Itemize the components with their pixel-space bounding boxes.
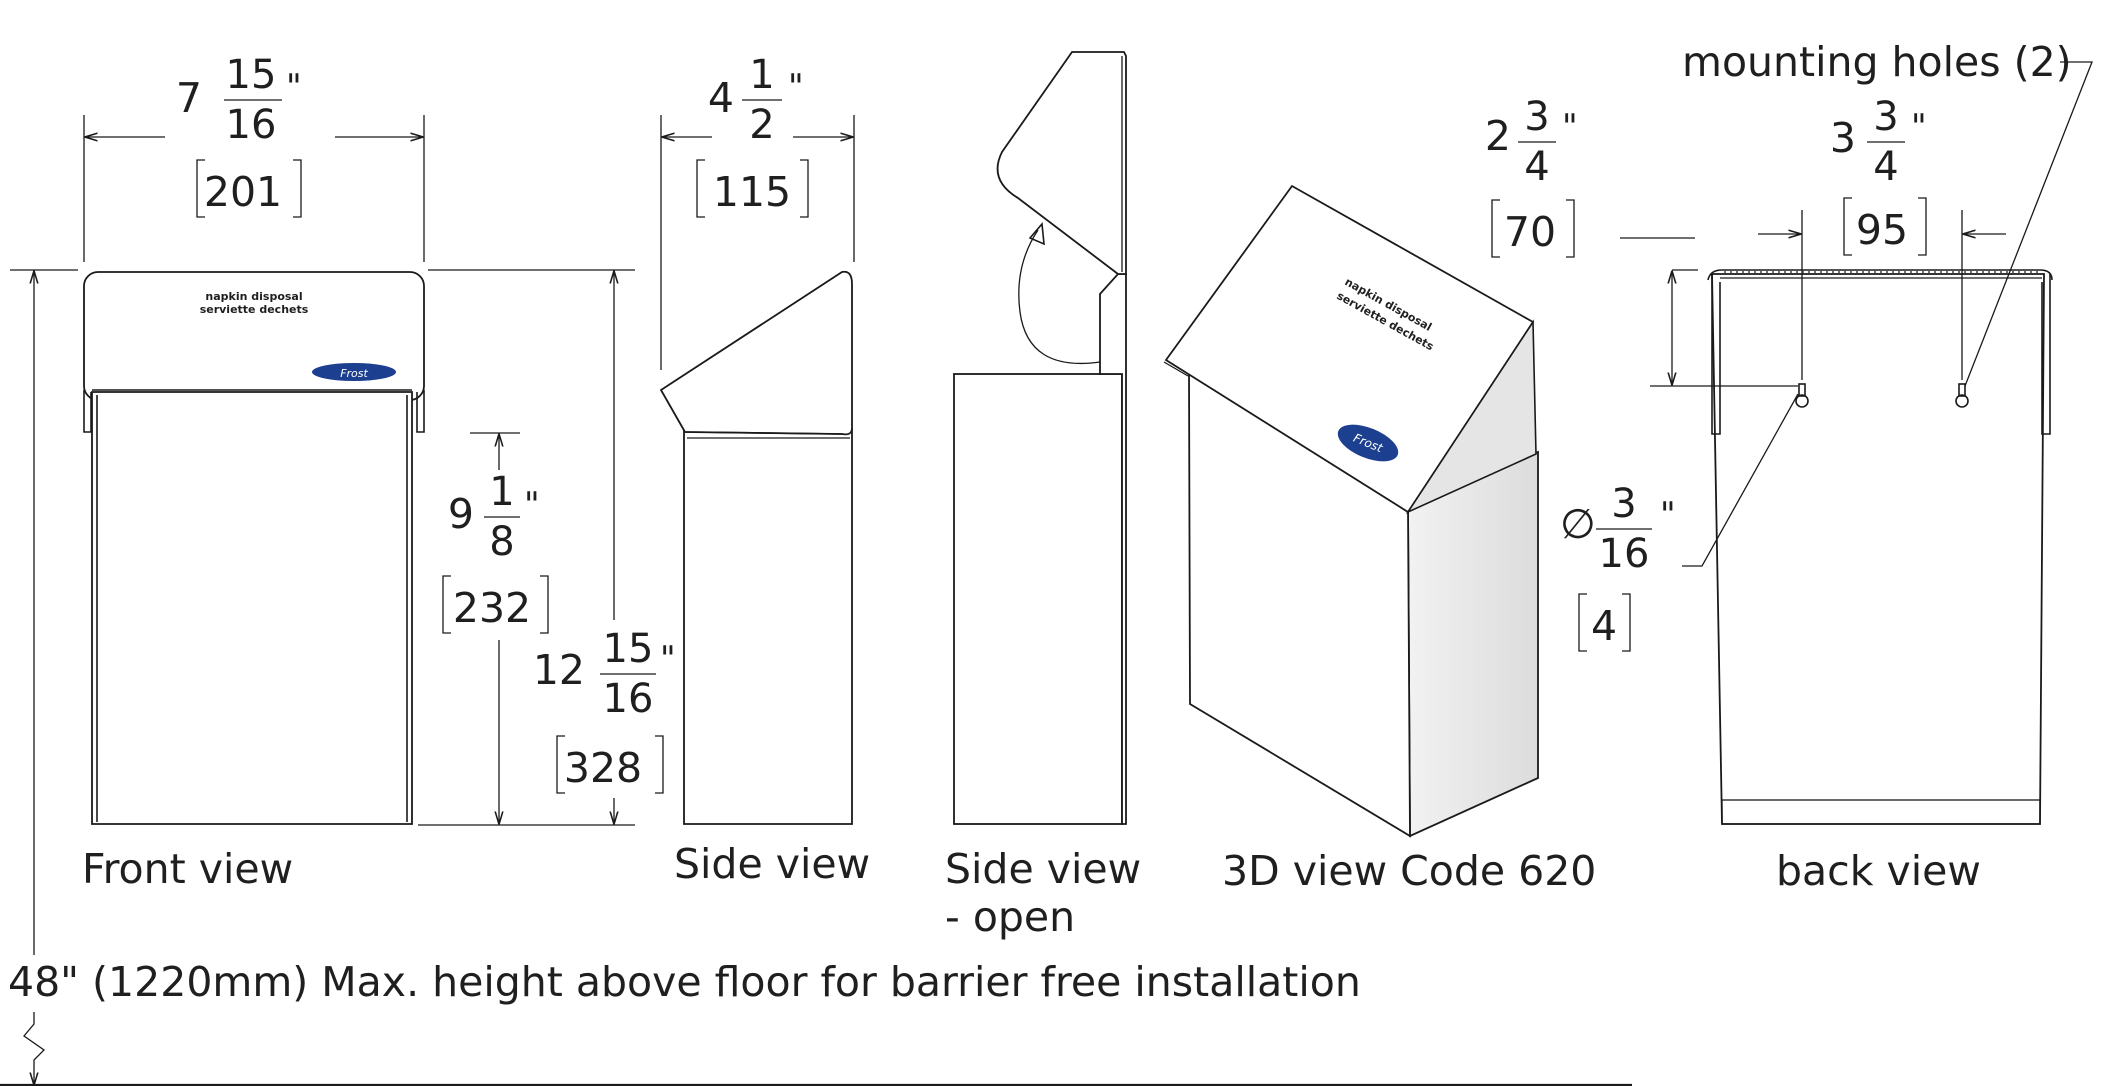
svg-text:16: 16: [1599, 531, 1650, 577]
mounting-holes-label: mounting holes (2): [1682, 38, 2072, 86]
side-view-open: Side view - open: [945, 51, 1141, 941]
iso-view-label: 3D view Code 620: [1222, 847, 1596, 895]
front-body: [91, 391, 413, 825]
svg-text:3: 3: [1873, 94, 1898, 140]
side-open-label-1: Side view: [945, 845, 1141, 893]
side-view-label: Side view: [674, 840, 870, 888]
svg-text:201: 201: [204, 168, 282, 216]
svg-text:2: 2: [1485, 112, 1511, 160]
printed-text-line1: napkin disposal: [205, 290, 302, 303]
dim-hole-diameter: ∅ 3 16 " 4: [1560, 393, 1799, 652]
svg-text:328: 328: [564, 744, 642, 792]
svg-text:Frost: Frost: [340, 367, 368, 380]
svg-text:95: 95: [1856, 206, 1908, 254]
side-body: [683, 428, 853, 825]
back-body: [1711, 273, 2045, 825]
dim-front-width: 7 15 16 " 201: [83, 52, 425, 262]
open-arrow: [1018, 229, 1101, 364]
iso-frost-logo: Frost: [1337, 424, 1399, 462]
svg-text:": ": [1660, 495, 1676, 535]
side-open-lid: [996, 51, 1127, 275]
svg-text:4: 4: [708, 74, 734, 122]
svg-text:16: 16: [603, 676, 654, 722]
svg-text:3: 3: [1830, 114, 1856, 162]
iso-lid-side: [1405, 319, 1537, 514]
mounting-hole-left: [1795, 383, 1809, 408]
svg-text:1: 1: [749, 52, 774, 98]
side-lid: [659, 270, 853, 436]
svg-text:": ": [1911, 107, 1927, 147]
dim-hole-offset: 2 3 4 " 70: [1485, 94, 1798, 387]
front-view-label: Front view: [82, 845, 293, 893]
frost-logo: Frost: [312, 363, 396, 381]
floor-note: 48" (1220mm) Max. height above floor for…: [8, 958, 1361, 1006]
svg-text:": ": [1562, 107, 1578, 147]
svg-text:1: 1: [489, 469, 514, 515]
dim-total-height: 12 15 16 " 328: [428, 269, 676, 826]
svg-text:16: 16: [226, 102, 277, 148]
iso-view: napkin disposal serviette dechets Frost …: [1163, 184, 1596, 895]
iso-side-face: [1407, 450, 1539, 838]
side-open-label-2: - open: [945, 893, 1075, 941]
dim-body-height: 9 1 8 " 232: [418, 432, 549, 826]
mounting-holes-callout: mounting holes (2): [1682, 38, 2093, 387]
side-view: Side view: [659, 270, 870, 888]
svg-text:232: 232: [453, 584, 531, 632]
floor-height-indicator: 48" (1220mm) Max. height above floor for…: [0, 269, 1632, 1086]
side-open-body: [953, 373, 1123, 825]
svg-text:4: 4: [1524, 144, 1549, 190]
svg-text:2: 2: [749, 102, 774, 148]
svg-text:15: 15: [226, 52, 277, 98]
svg-text:": ": [286, 67, 302, 107]
front-view: napkin disposal serviette dechets Frost …: [82, 271, 425, 893]
svg-text:7: 7: [176, 74, 202, 122]
svg-text:115: 115: [713, 168, 791, 216]
svg-text:70: 70: [1504, 208, 1556, 256]
svg-text:8: 8: [489, 519, 514, 565]
svg-text:4: 4: [1873, 144, 1898, 190]
svg-text:12: 12: [533, 646, 585, 694]
printed-text-line2: serviette dechets: [200, 303, 309, 316]
dim-side-depth: 4 1 2 " 115: [660, 52, 855, 370]
front-lid-lip-right: [416, 390, 425, 433]
svg-text:15: 15: [603, 626, 654, 672]
back-view: back view: [1707, 269, 2053, 895]
svg-text:": ": [524, 485, 540, 525]
mounting-hole-right: [1955, 383, 1969, 408]
svg-text:": ": [788, 67, 804, 107]
front-lid-lip-left: [83, 390, 92, 433]
back-view-label: back view: [1776, 847, 1981, 895]
svg-text:∅: ∅: [1560, 500, 1596, 548]
svg-text:4: 4: [1591, 602, 1617, 650]
svg-text:3: 3: [1611, 481, 1636, 527]
dim-hole-spacing: 3 3 4 " 95: [1758, 94, 2006, 380]
svg-text:9: 9: [448, 490, 474, 538]
svg-text:3: 3: [1524, 94, 1549, 140]
svg-text:": ": [660, 639, 676, 679]
